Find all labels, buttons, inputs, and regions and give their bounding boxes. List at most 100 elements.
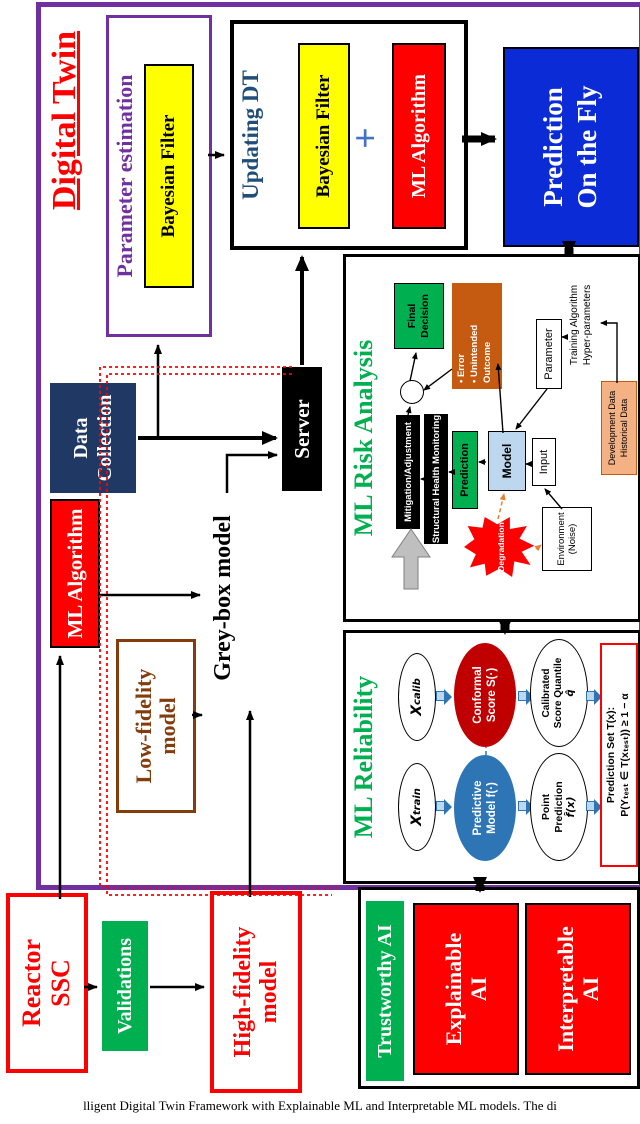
ml-algorithm-box: ML Algorithm	[50, 499, 100, 648]
data-collection-line2: Collection	[94, 394, 116, 482]
x-calib-sub: calib	[411, 678, 423, 705]
x-calib-base: X	[409, 704, 425, 716]
environment-line2: (Noise)	[567, 523, 578, 555]
final-decision-line1: Final	[406, 303, 419, 329]
explainable-line1: Explainable	[440, 932, 466, 1046]
parameter-estimation-box: Parameter estimation Bayesian Filter	[106, 15, 212, 337]
conformal-line1: Conformal	[471, 666, 484, 724]
validations-box: Validations	[102, 921, 148, 1051]
digital-twin-title: Digital Twin	[46, 30, 83, 211]
ml-reliability-title: ML Reliability	[349, 675, 378, 839]
prediction-set-line2: P(Yₜₑₛₜ ∈ T(xₜₑₛₜ)) ≥ 1 − α	[619, 693, 631, 817]
server-box: Server	[282, 367, 322, 491]
point-line2: Prediction	[552, 781, 565, 833]
trustworthy-ai-header: Trustworthy AI	[366, 901, 404, 1081]
explainable-line2: AI	[466, 976, 491, 1002]
error-item: • Error	[456, 353, 467, 383]
figure-caption: lligent Digital Twin Framework with Expl…	[83, 1098, 557, 1113]
ml-risk-analysis-box: ML Risk Analysis Mitigation/Adjustment S…	[343, 254, 640, 622]
high-fidelity-model-box: High-fidelity model	[210, 891, 302, 1093]
reactor-label-line2: SSC	[46, 959, 75, 1007]
point-prediction-oval: Point Prediction f̂(x)	[530, 753, 588, 861]
structural-health-monitoring-box: Structural Health Monitoring	[424, 414, 448, 544]
interpretable-line1: Interpretable	[552, 926, 578, 1052]
error-outcome-box: • Error • Unintended Outcome	[452, 283, 502, 389]
predictive-line1: Predictive	[471, 780, 484, 836]
predictive-line2: Model f(·)	[486, 782, 498, 834]
predictive-model-oval: Predictive Model f(·)	[454, 755, 516, 861]
digital-twin-figure: Digital Twin Reactor SSC Validations Hig…	[6, 2, 640, 1093]
dev-data-line2: Historical Data	[619, 398, 629, 458]
down-block-arrow-icon	[586, 689, 602, 705]
dev-data-line1: Development Data	[607, 390, 618, 466]
grey-box-model-label: Grey-box model	[210, 515, 236, 681]
down-block-arrow-icon	[586, 799, 602, 815]
model-label: Model	[500, 443, 514, 479]
prediction-set-box: Prediction Set T(x): P(Yₜₑₛₜ ∈ T(xₜₑₛₜ))…	[600, 643, 638, 867]
conformal-score-oval: Conformal Score S(·)	[454, 643, 516, 747]
x-train-sub: train	[411, 788, 423, 816]
degradation-cloud: Degradation	[464, 517, 538, 577]
point-line1: Point	[540, 793, 553, 821]
prediction-label: Prediction	[459, 443, 471, 497]
decision-junction-circle	[400, 380, 424, 404]
prediction-fly-line1: Prediction	[538, 87, 569, 207]
x-train-base: X	[409, 815, 425, 826]
reactor-ssc-box: Reactor SSC	[6, 893, 88, 1073]
mitigation-adjustment-box: Mitigation/Adjustment	[396, 415, 420, 529]
low-fidelity-line1: Low-fidelity	[130, 668, 156, 784]
final-decision-box: Final Decision	[394, 283, 444, 349]
bayesian-filter-box: Bayesian Filter	[144, 64, 194, 288]
high-fidelity-line2: model	[256, 960, 282, 1024]
prediction-fly-line2: On the Fly	[572, 85, 602, 209]
explainable-ai-box: Explainable AI	[413, 903, 519, 1075]
parameter-estimation-title: Parameter estimation	[112, 74, 137, 278]
trustworthy-ai-box: Trustworthy AI Explainable AI Interpreta…	[358, 887, 640, 1089]
plus-icon: +	[345, 127, 387, 149]
validations-label: Validations	[113, 938, 136, 1034]
training-line1: Training Algorithm	[569, 284, 580, 366]
low-fidelity-line2: model	[155, 697, 180, 755]
prediction-on-the-fly-box: Prediction On the Fly	[503, 47, 639, 247]
environment-line1: Environment	[555, 512, 567, 566]
input-box: Input	[532, 438, 556, 486]
final-decision-line2: Decision	[419, 294, 431, 338]
ml-risk-title: ML Risk Analysis	[349, 339, 378, 537]
down-block-arrow-icon	[436, 799, 452, 815]
parameter-label: Parameter	[543, 328, 555, 380]
development-data-box: Development Data Historical Data	[601, 381, 637, 475]
parameter-box: Parameter	[536, 319, 562, 389]
server-label: Server	[289, 399, 314, 459]
ml-algorithm-label: ML Algorithm	[62, 508, 87, 639]
data-collection-line1: Data	[70, 417, 92, 459]
calibrated-line1: Calibrated	[541, 668, 552, 718]
calibrated-line2: Score Quantile	[553, 657, 564, 729]
input-label: Input	[538, 449, 550, 475]
shm-label: Structural Health Monitoring	[430, 414, 442, 544]
training-line2: Hyper-parameters	[582, 284, 593, 366]
interpretable-line2: AI	[578, 976, 603, 1002]
training-algorithm-label: Training Algorithm Hyper-parameters	[564, 267, 598, 383]
data-collection-box: Data Collection	[50, 383, 136, 493]
interpretable-ai-box: Interpretable AI	[525, 903, 631, 1075]
down-block-arrow-icon	[436, 689, 452, 705]
updating-dt-ml-algorithm-label: ML Algorithm	[407, 74, 430, 198]
low-fidelity-model-box: Low-fidelity model	[116, 639, 196, 813]
model-box: Model	[488, 431, 526, 491]
reactor-label-line1: Reactor	[17, 938, 47, 1028]
updating-dt-bayesian-filter-box: Bayesian Filter	[298, 43, 350, 229]
bayesian-filter-label: Bayesian Filter	[158, 114, 179, 238]
high-fidelity-line1: High-fidelity	[229, 926, 256, 1058]
degradation-label: Degradation	[496, 522, 506, 572]
calibrated-line3: q̂	[565, 689, 576, 697]
prediction-set-line1: Prediction Set T(x):	[605, 706, 618, 804]
environment-noise-box: Environment (Noise)	[542, 507, 592, 571]
updating-dt-ml-algorithm-box: ML Algorithm	[392, 43, 446, 229]
conformal-line2: Score S(·)	[486, 667, 498, 723]
point-line3: f̂(x)	[565, 796, 578, 818]
mitigation-label: Mitigation/Adjustment	[402, 422, 414, 522]
